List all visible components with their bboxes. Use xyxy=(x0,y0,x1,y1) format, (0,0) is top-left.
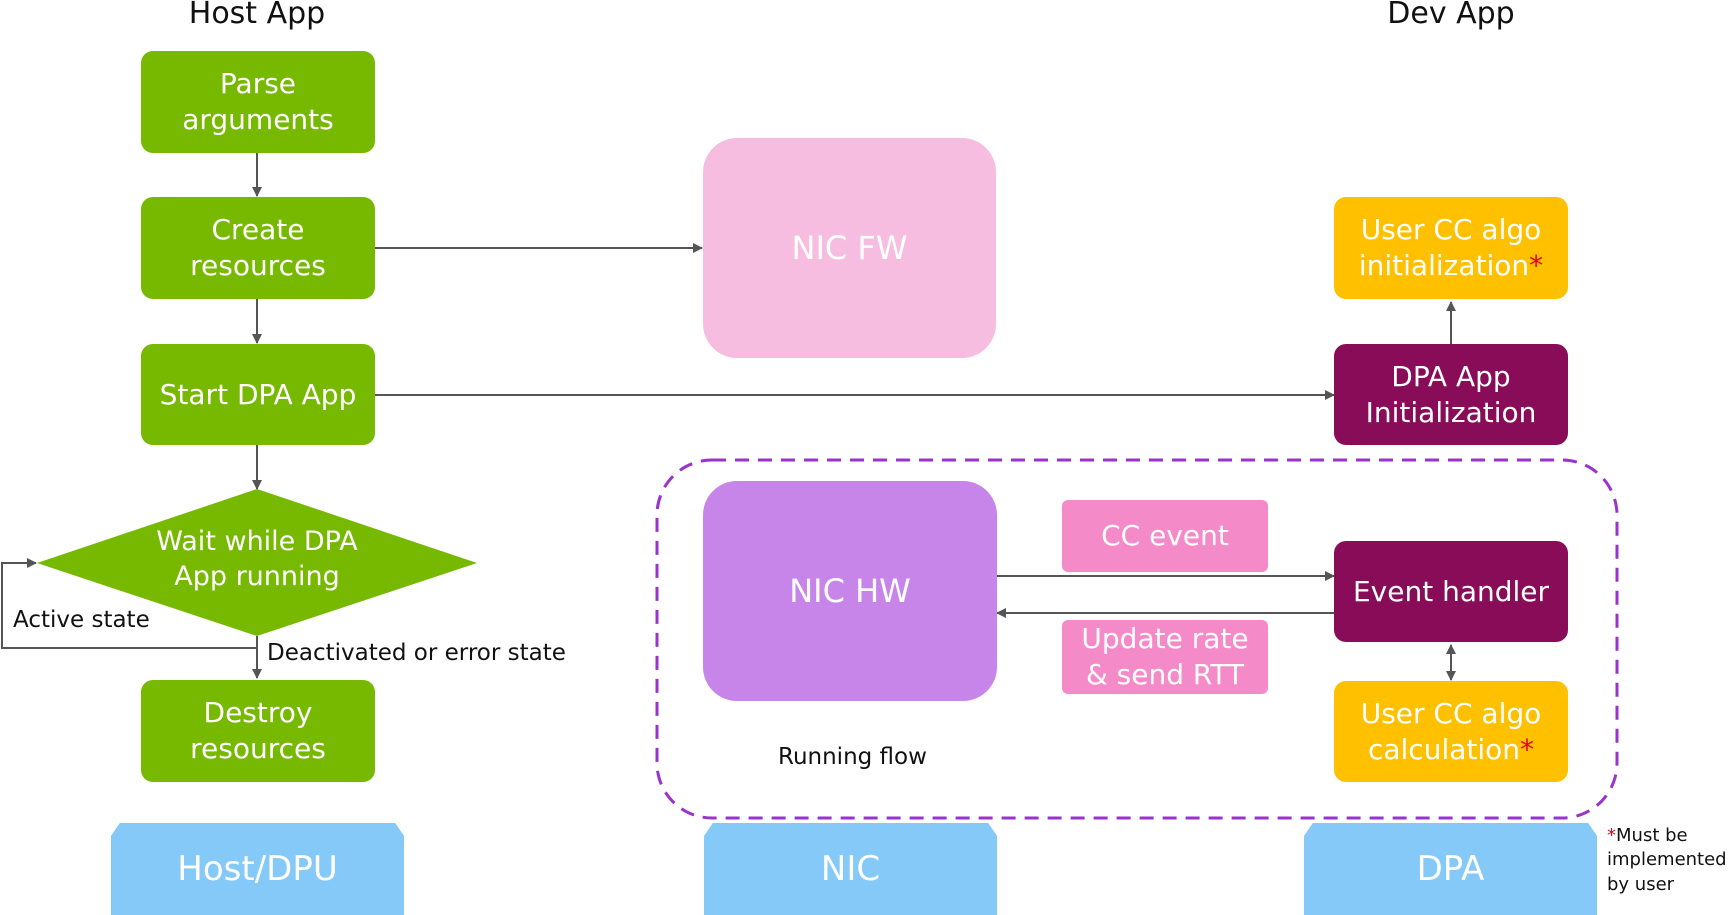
running-flow-label: Running flow xyxy=(778,744,927,770)
user-cc-algo-calc-step: User CC algo calculation* xyxy=(1334,681,1568,782)
event-handler-step: Event handler xyxy=(1334,541,1568,642)
wait-decision-diamond xyxy=(37,489,477,636)
must-be-implemented-note: *Must be implemented by user xyxy=(1607,824,1727,897)
nic-hw-block: NIC HW xyxy=(703,481,997,701)
deactivated-label: Deactivated or error state xyxy=(267,640,566,666)
create-resources-step: Create resources xyxy=(141,197,375,299)
dpa-app-init-step: DPA App Initialization xyxy=(1334,344,1568,445)
destroy-resources-step: Destroy resources xyxy=(141,680,375,782)
nic-footer: NIC xyxy=(704,823,997,915)
update-rate-message: Update rate & send RTT xyxy=(1062,620,1268,694)
required-mark: * xyxy=(1529,249,1544,282)
cc-event-message: CC event xyxy=(1062,500,1268,572)
running-flow-region xyxy=(655,458,1619,820)
start-dpa-app-step: Start DPA App xyxy=(141,344,375,445)
algo-calc-text: User CC algo calculation* xyxy=(1360,696,1542,766)
active-state-label: Active state xyxy=(13,607,150,633)
dev-app-header: Dev App xyxy=(1387,0,1515,31)
host-dpu-footer: Host/DPU xyxy=(111,823,404,915)
host-app-header: Host App xyxy=(188,0,326,31)
user-cc-algo-init-step: User CC algo initialization* xyxy=(1334,197,1568,299)
required-mark: * xyxy=(1520,732,1535,766)
note-mark: * xyxy=(1607,825,1616,846)
wait-decision-label: Wait while DPA App running xyxy=(156,526,358,592)
arrow-active-state-loop xyxy=(1,558,257,649)
dpa-footer: DPA xyxy=(1304,823,1597,915)
algo-init-text: User CC algo initialization* xyxy=(1358,213,1544,282)
nic-fw-block: NIC FW xyxy=(703,138,996,358)
note-text: Must be implemented by user xyxy=(1607,825,1727,895)
parse-arguments-step: Parse arguments xyxy=(141,51,375,153)
